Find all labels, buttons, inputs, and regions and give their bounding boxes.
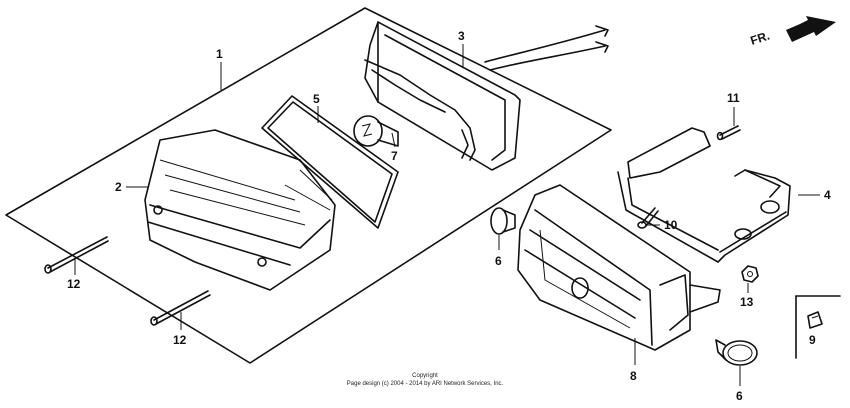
screw-upper [44,236,109,274]
callout-13: 13 [740,295,754,309]
callout-12-lower: 12 [173,333,187,347]
callout-9: 9 [809,333,816,347]
reflector-upper [490,207,516,235]
reflector-lower [715,339,758,366]
bulb [353,115,399,147]
callout-1: 1 [216,47,223,61]
callout-8: 8 [630,369,637,383]
screw-lower [150,290,211,326]
copyright-line-1: Copyright [412,373,438,379]
bracket [617,127,791,263]
copyright-line-2: Page design (c) 2004 - 2014 by ARI Netwo… [347,381,504,387]
nut-13 [741,265,759,283]
callout-11: 11 [727,91,740,105]
gasket [261,95,399,229]
callout-4: 4 [824,188,831,202]
callout-6-upper: 6 [495,254,502,268]
front-direction-label: FR. [749,29,772,48]
front-direction-arrow [786,16,836,42]
callout-12-upper: 12 [67,277,81,291]
clip-box [795,295,841,359]
assembly-outline [5,7,612,364]
lamp-housing [364,21,609,171]
leader-lines [74,44,820,386]
lens [144,129,336,291]
callout-6-lower: 6 [736,389,743,403]
license-light [517,184,721,351]
callout-7: 7 [391,149,398,163]
callout-10: 10 [664,218,678,232]
callout-5: 5 [313,92,320,106]
callout-2: 2 [115,180,122,194]
bolt-11 [716,125,741,141]
callout-3: 3 [458,29,465,43]
